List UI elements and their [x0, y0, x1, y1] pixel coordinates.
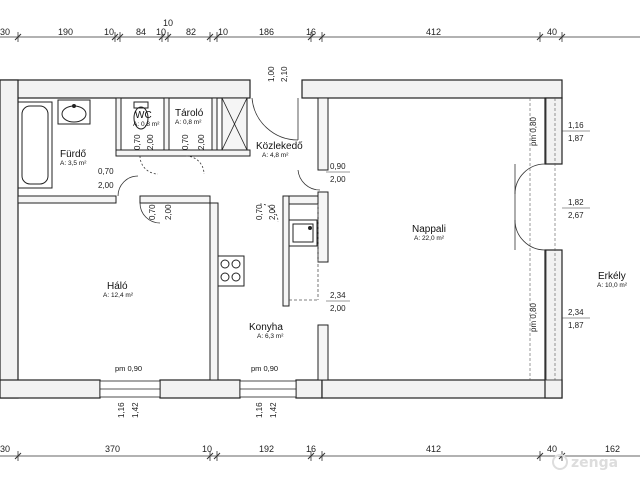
stove	[217, 255, 245, 287]
top-dim-5: 82	[186, 27, 196, 37]
room-area-storage: A: 0,8 m²	[175, 119, 202, 126]
window-right-bottom-height: 1,87	[568, 321, 584, 330]
top-dim-8: 16	[306, 27, 316, 37]
window-kitchen-height: 1,42	[269, 402, 278, 418]
doors	[117, 97, 546, 251]
room-area-living: A: 22,0 m²	[414, 235, 445, 242]
storage-door-width: 0,70	[181, 134, 190, 150]
kitchen-opening-width: 2,34	[330, 291, 346, 300]
room-name-bathroom: Fürdő	[60, 149, 87, 160]
room-name-balcony: Erkély	[598, 271, 626, 282]
top-dim-6: 10	[218, 27, 228, 37]
bath-door-width: 0,70	[98, 167, 114, 176]
right-reference-lines	[529, 98, 556, 380]
room-area-bathroom: A: 3,5 m²	[60, 160, 87, 167]
top-dimension-line	[0, 32, 640, 42]
window-right-top-width: 1,16	[568, 121, 584, 130]
watermark-logo: zenga	[552, 454, 618, 471]
window-bedroom-sill: pm 0,90	[115, 364, 142, 373]
kitchen-door-height: 2,00	[268, 204, 277, 220]
top-marker: 10	[163, 18, 173, 28]
bottom-dim-1: 370	[105, 444, 120, 454]
room-area-kitchen: A: 6,3 m²	[257, 333, 284, 340]
room-name-living: Nappali	[412, 224, 446, 235]
watermark-text: zenga	[571, 455, 618, 471]
bottom-dim-4: 16	[306, 444, 316, 454]
window-bedroom-height: 1,42	[131, 402, 140, 418]
bedroom-door-width: 0,70	[148, 204, 157, 220]
bottom-dim-5: 412	[426, 444, 441, 454]
toilet	[133, 101, 149, 130]
top-dim-2: 10	[104, 27, 114, 37]
room-area-hallway: A: 4,8 m²	[262, 152, 289, 159]
top-dim-4: 10	[156, 27, 166, 37]
top-dim-7: 186	[259, 27, 274, 37]
window-right-bottom-sill: pm 0,80	[529, 303, 538, 332]
kitchen-counter	[289, 204, 319, 301]
room-area-bedroom: A: 12,4 m²	[103, 292, 134, 299]
shaft-crosses	[221, 97, 248, 151]
wc-door-width: 0,70	[133, 134, 142, 150]
living-door-height: 2,00	[330, 175, 346, 184]
bottom-dim-2: 10	[202, 444, 212, 454]
balcony-door-height: 2,67	[568, 211, 584, 220]
top-dim-9: 412	[426, 27, 441, 37]
wc-door-height: 2,00	[146, 134, 155, 150]
room-name-hallway: Közlekedő	[256, 141, 303, 152]
room-name-bedroom: Háló	[107, 281, 128, 292]
top-dim-10: 40	[547, 27, 557, 37]
bottom-dim-6: 40	[547, 444, 557, 454]
entry-door-width: 1,00	[267, 66, 276, 82]
washbasin	[57, 99, 91, 125]
bath-door-height: 2,00	[98, 181, 114, 190]
bathtub	[17, 101, 53, 189]
room-name-kitchen: Konyha	[249, 322, 283, 333]
living-door-width: 0,90	[330, 162, 346, 171]
kitchen-sink	[288, 219, 318, 247]
exterior-walls	[0, 79, 563, 399]
kitchen-opening-height: 2,00	[330, 304, 346, 313]
kitchen-door-width: 0,70	[255, 204, 264, 220]
balcony-door-width: 1,82	[568, 198, 584, 207]
windows	[99, 97, 563, 398]
entry-door-height: 2,10	[280, 66, 289, 82]
window-bedroom-width: 1,16	[117, 402, 126, 418]
top-dim-3: 84	[136, 27, 146, 37]
top-dimension-ticks	[14, 33, 566, 41]
bedroom-door-height: 2,00	[164, 204, 173, 220]
storage-door-height: 2,00	[197, 134, 206, 150]
window-kitchen-sill: pm 0,90	[251, 364, 278, 373]
bottom-dim-7: 162	[605, 444, 620, 454]
bottom-dim-0: 30	[0, 444, 10, 454]
top-dim-0: 30	[0, 27, 10, 37]
room-name-wc: WC	[135, 110, 152, 121]
window-right-top-height: 1,87	[568, 134, 584, 143]
room-name-storage: Tároló	[175, 108, 204, 119]
bottom-dim-3: 192	[259, 444, 274, 454]
room-area-balcony: A: 10,0 m²	[597, 282, 628, 289]
top-dim-1: 190	[58, 27, 73, 37]
window-right-bottom-width: 2,34	[568, 308, 584, 317]
window-right-top-sill: pm 0,80	[529, 117, 538, 146]
bottom-dimension-line	[0, 451, 640, 461]
window-kitchen-width: 1,16	[255, 402, 264, 418]
room-area-wc: A: 0,8 m²	[133, 121, 160, 128]
